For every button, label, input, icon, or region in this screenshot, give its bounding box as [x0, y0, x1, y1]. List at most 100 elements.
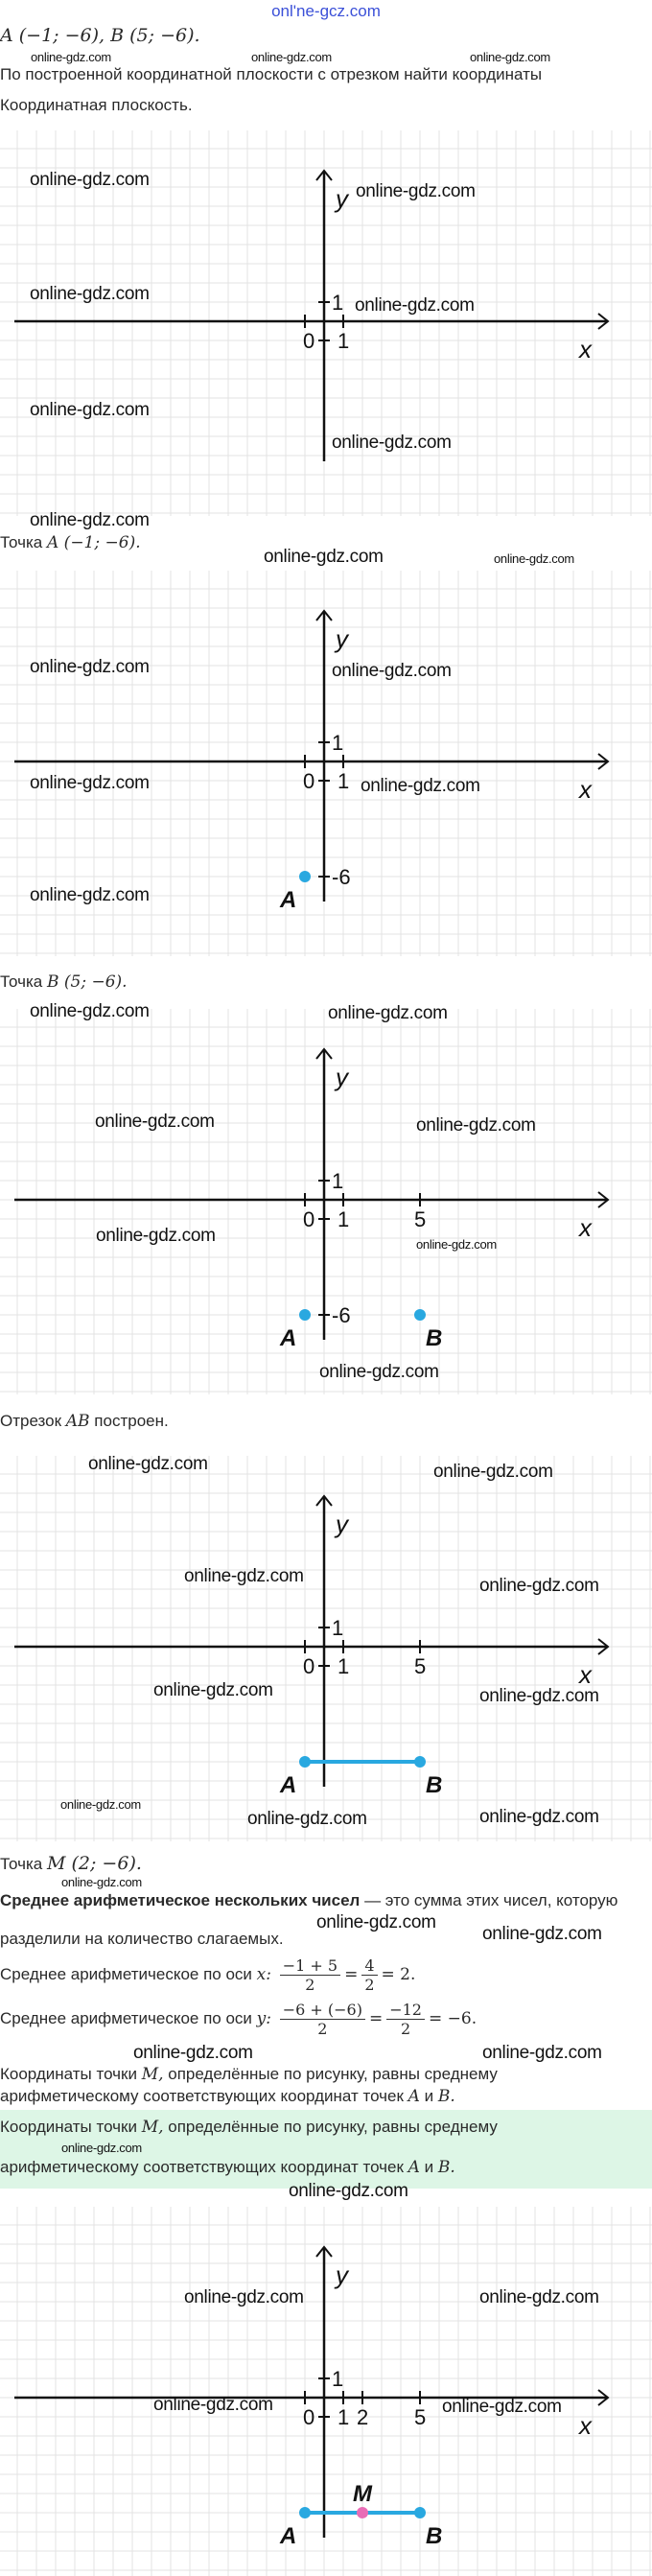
y-tick-label: -6 [332, 1303, 351, 1327]
math: M, [141, 2118, 164, 2137]
watermark: online-gdz.com [30, 773, 150, 793]
y-axis-label: y [334, 1510, 350, 1538]
origin-label: 0 [303, 769, 314, 793]
x-axis-arrow-icon [597, 313, 610, 330]
math: B. [437, 2158, 455, 2177]
watermark: online-gdz.com [264, 547, 384, 567]
definition: Среднее арифметическое нескольких чисел … [0, 1891, 617, 1910]
numerator: 4 [361, 1956, 378, 1976]
step-prefix: Точка [0, 1855, 43, 1873]
denominator: 2 [305, 1976, 315, 1994]
watermark: online-gdz.com [30, 400, 150, 420]
step-prefix: Отрезок [0, 1412, 62, 1430]
y-axis-arrow-icon [315, 1047, 333, 1060]
point-label: B [426, 1325, 442, 1351]
watermark: online-gdz.com [332, 661, 452, 681]
conclusion-line2: арифметическому соответствующих координа… [0, 2087, 455, 2106]
denominator: 2 [317, 2020, 328, 2038]
point-m [357, 2507, 368, 2518]
point-label: A [279, 1325, 296, 1351]
y-tick-label: -6 [332, 865, 351, 889]
mean-y: Среднее арифметическое по оси y: −6 + (−… [0, 2001, 477, 2038]
x-tick-label: 5 [414, 2405, 426, 2429]
watermark: online-gdz.com [30, 170, 150, 190]
x-axis-label: x [577, 2411, 593, 2440]
mean-y-result: = −6. [428, 2008, 477, 2028]
answer-line1: Координаты точки M, определённые по рису… [0, 2118, 498, 2137]
definition-term: Среднее арифметическое нескольких чисел [0, 1891, 361, 1909]
y-axis-arrow-icon [315, 1494, 333, 1507]
y-axis-label: y [334, 624, 350, 653]
step-math: M (2; −6). [47, 1853, 142, 1874]
conclusion-line1: Координаты точки M, определённые по рису… [0, 2065, 498, 2084]
x-axis-label: x [577, 1213, 593, 1242]
point-label: A [279, 1772, 296, 1798]
y-axis-label: y [334, 184, 350, 213]
text: арифметическому соответствующих координа… [0, 2158, 404, 2176]
math: B. [437, 2087, 455, 2106]
origin-label: 0 [303, 329, 314, 353]
text: Координаты точки [0, 2118, 137, 2136]
x-tick-label: 2 [357, 2405, 368, 2429]
point-a [299, 2507, 311, 2518]
point-a [299, 871, 311, 882]
watermark: online-gdz.com [470, 50, 550, 64]
equals: = [368, 2008, 384, 2028]
watermark: online-gdz.com [482, 1924, 602, 1944]
mean-x-label: Среднее арифметическое по оси [0, 1964, 252, 1983]
math: A [408, 2158, 420, 2177]
y-axis-arrow-icon [315, 2245, 333, 2258]
point-label: A [279, 2523, 296, 2549]
watermark: online-gdz.com [482, 2043, 602, 2063]
origin-label: 0 [303, 1654, 314, 1678]
watermark: online-gdz.com [30, 885, 150, 905]
step-point-a: Точка A (−1; −6). [0, 533, 141, 552]
watermark: online-gdz.com [30, 1001, 150, 1021]
watermark: online-gdz.com [96, 1226, 216, 1246]
x-axis-arrow-icon [597, 2389, 610, 2406]
step-math: B (5; −6). [47, 972, 128, 992]
point-a [299, 1756, 311, 1768]
header-watermark: onl'ne-gcz.com [271, 2, 381, 20]
watermark: online-gdz.com [30, 510, 150, 530]
watermark: online-gdz.com [153, 2395, 273, 2415]
watermark: online-gdz.com [361, 776, 480, 796]
x-tick-label: 1 [338, 1207, 349, 1231]
watermark: online-gdz.com [494, 551, 574, 566]
text: и [419, 2087, 438, 2105]
numerator: −6 + (−6) [279, 2001, 365, 2020]
watermark: online-gdz.com [153, 1680, 273, 1700]
origin-label: 0 [303, 1207, 314, 1231]
watermark: online-gdz.com [60, 1797, 141, 1812]
watermark: online-gdz.com [479, 1686, 599, 1706]
y-axis-label: y [334, 2260, 350, 2289]
step-segment: Отрезок AB построен. [0, 1412, 169, 1431]
text: определённые по рисунку, равны среднему [163, 2065, 498, 2083]
numerator: −12 [386, 2001, 425, 2020]
watermark: online-gdz.com [88, 1454, 208, 1474]
x-tick-label: 1 [338, 329, 349, 353]
y-tick-label: 1 [332, 731, 343, 755]
watermark: online-gdz.com [31, 50, 111, 64]
watermark: online-gdz.com [355, 295, 475, 316]
point-b [414, 2507, 426, 2518]
x-axis-label: x [577, 775, 593, 804]
y-axis-arrow-icon [315, 169, 333, 181]
answer-line2: арифметическому соответствующих координа… [0, 2158, 455, 2177]
watermark: online-gdz.com [332, 433, 452, 453]
watermark: online-gdz.com [328, 1003, 448, 1023]
mean-x-var: x: [256, 1964, 271, 1984]
watermark: online-gdz.com [479, 1807, 599, 1827]
watermark: online-gdz.com [251, 50, 332, 64]
watermark: online-gdz.com [416, 1237, 497, 1252]
x-tick-label: 1 [338, 769, 349, 793]
y-axis-label: y [334, 1063, 350, 1091]
step-prefix: Точка [0, 533, 43, 551]
